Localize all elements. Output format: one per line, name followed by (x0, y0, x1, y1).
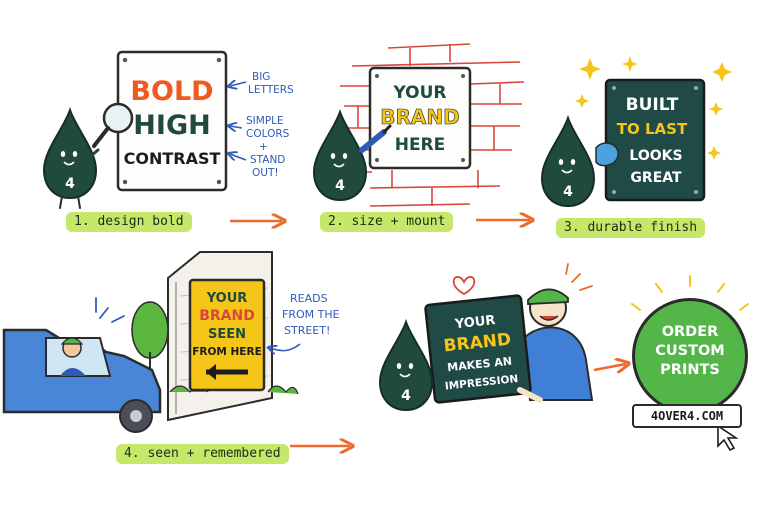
arrow-5-cta (593, 364, 626, 370)
note-simple: SIMPLE (246, 115, 284, 127)
sign-2-line-1: YOUR (392, 83, 446, 103)
sign-3-line-2: TO LAST (617, 120, 688, 138)
note-colors: COLORS (246, 128, 290, 140)
sign-2-line-2: BRAND (380, 105, 459, 129)
cta-line-1: ORDER (661, 324, 719, 340)
caption-step-4: 4. seen + remembered (116, 444, 289, 464)
mascot-3: 4 (541, 117, 595, 207)
durable-sign (604, 78, 706, 202)
design-notes: BIG LETTERS SIMPLE COLORS + STAND OUT! (246, 71, 294, 179)
car (2, 328, 162, 433)
cta-line-3: PRINTS (660, 362, 720, 378)
step-3: BUILT TO LAST LOOKS GREAT 4 (541, 56, 732, 207)
note-reads: READS (290, 292, 328, 305)
magnifier-icon (102, 102, 134, 134)
heart-icon (452, 276, 476, 296)
mascot-1-label: 4 (65, 176, 75, 192)
mascot-2: 4 (313, 111, 367, 201)
mascot-1: 4 (43, 109, 97, 199)
sign-3-line-4: GREAT (630, 170, 682, 186)
brand-sign (368, 66, 472, 170)
step-1: BOLD HIGH CONTRAST BIG LETTERS SIMPLE CO… (43, 50, 294, 209)
cursor-icon (717, 424, 739, 452)
cap-icon (527, 288, 569, 305)
sign-1-line-2: HIGH (133, 110, 210, 141)
customer (520, 288, 594, 401)
order-custom-prints-button[interactable]: ORDER CUSTOM PRINTS (632, 298, 748, 414)
excitement-lines (565, 263, 593, 291)
step-2: YOUR BRAND HERE 4 (313, 43, 525, 207)
note-stand: STAND (250, 154, 285, 166)
note-letters: LETTERS (248, 84, 294, 96)
cta-rays (631, 275, 749, 311)
sign-2-line-3: HERE (395, 135, 446, 155)
sign-5-line-1: YOUR (453, 313, 496, 332)
sign-1-line-3: CONTRAST (124, 149, 221, 168)
street-sign (188, 278, 266, 392)
impression-sign (424, 294, 532, 404)
note-street: STREET! (284, 324, 330, 337)
brick-wall (340, 43, 525, 207)
tree (131, 301, 169, 392)
note-plus: + (259, 141, 268, 153)
note-from-the: FROM THE (282, 308, 340, 321)
step-5: YOUR BRAND MAKES AN IMPRESSION 4 (379, 263, 594, 411)
note-big: BIG (252, 71, 270, 83)
sign-4-line-3: SEEN (208, 327, 246, 342)
street-notes: READS FROM THE STREET! (282, 292, 340, 337)
sign-4-line-1: YOUR (206, 291, 248, 306)
website-link[interactable]: 4OVER4.COM (632, 404, 742, 428)
cloth-icon (595, 142, 619, 167)
sign-4-line-2: BRAND (199, 308, 255, 324)
step-4: YOUR BRAND SEEN FROM HERE READS FROM THE… (2, 251, 340, 433)
note-out: OUT! (252, 167, 279, 179)
mascot-5-label: 4 (401, 388, 411, 404)
cta-line-2: CUSTOM (655, 343, 725, 359)
caption-step-1: 1. design bold (66, 212, 192, 232)
mascot-5: 4 (379, 321, 433, 411)
sign-3-line-1: BUILT (626, 95, 679, 115)
mascot-2-label: 4 (335, 178, 345, 194)
sparkle-icons (575, 56, 732, 160)
sign-1-line-1: BOLD (130, 76, 213, 107)
marker-pen-icon (359, 129, 387, 153)
motion-lines (95, 297, 125, 323)
sign-3-line-3: LOOKS (629, 148, 682, 164)
caption-step-2: 2. size + mount (320, 212, 454, 232)
sign-4-line-4: FROM HERE (192, 346, 262, 358)
caption-step-3: 3. durable finish (556, 218, 706, 238)
mascot-3-label: 4 (563, 184, 573, 200)
